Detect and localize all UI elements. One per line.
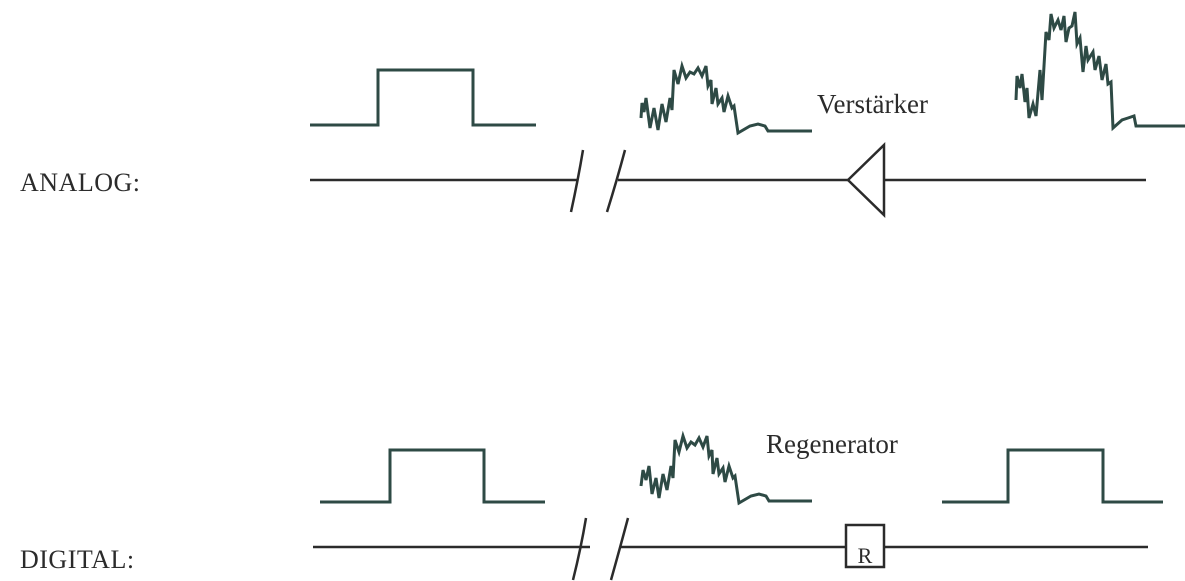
- regenerator-label: Regenerator: [766, 429, 898, 459]
- amplifier-label: Verstärker: [817, 89, 928, 119]
- digital-regenerated-pulse: [942, 448, 1163, 504]
- digital-row: DIGITAL: R Regenerator: [20, 429, 1163, 581]
- analog-break-mark-right: [605, 149, 627, 213]
- digital-input-pulse: [320, 448, 545, 504]
- analog-break-mark-left: [569, 149, 585, 213]
- analog-input-pulse: [310, 68, 536, 127]
- digital-break-mark-left: [571, 517, 588, 581]
- digital-break-mark-right: [609, 517, 630, 581]
- regenerator-symbol: R: [858, 543, 873, 568]
- analog-distorted-pulse: [639, 60, 812, 136]
- analog-row: ANALOG: Verstärker: [20, 11, 1185, 218]
- amplifier-triangle-icon: [846, 142, 886, 218]
- digital-distorted-pulse: [639, 430, 812, 506]
- digital-row-label: DIGITAL:: [20, 545, 135, 574]
- analog-amplified-pulse: [1014, 11, 1185, 132]
- analog-row-label: ANALOG:: [20, 168, 141, 197]
